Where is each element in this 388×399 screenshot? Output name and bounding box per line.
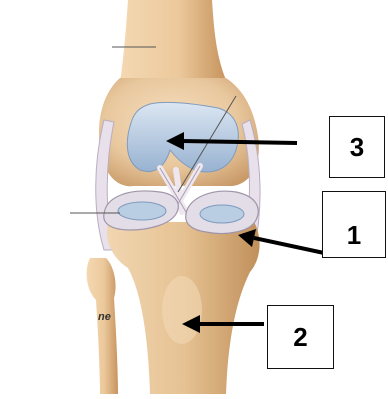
label-box-1: 1 bbox=[322, 191, 386, 258]
label-2-text: 2 bbox=[293, 322, 307, 353]
image-fragment-text: ne bbox=[98, 311, 111, 323]
label-box-3: 3 bbox=[329, 116, 385, 178]
fibula bbox=[87, 258, 118, 394]
label-box-2: 2 bbox=[267, 305, 334, 369]
label-1-text: 1 bbox=[347, 220, 361, 251]
femur-shaft bbox=[120, 0, 226, 82]
label-3-text: 3 bbox=[350, 132, 364, 163]
